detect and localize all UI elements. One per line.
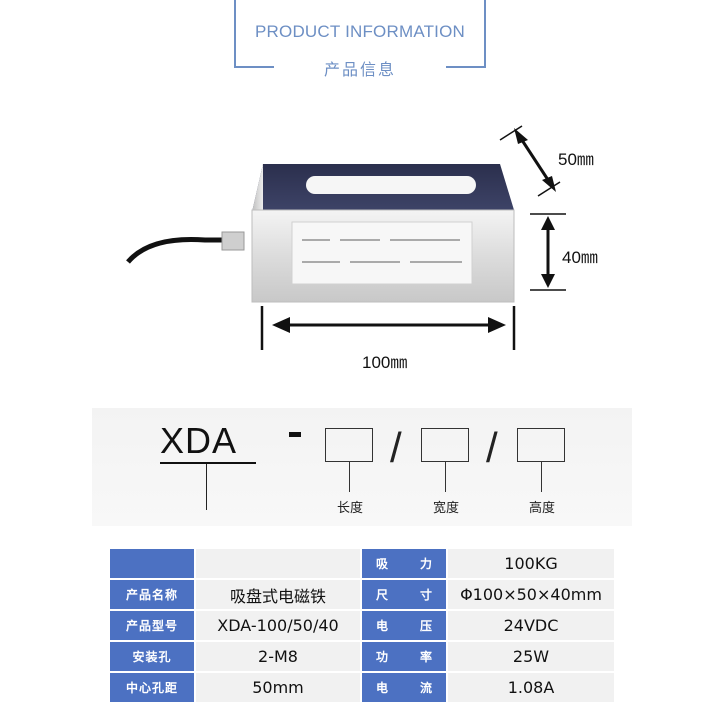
model-prefix-tick — [206, 464, 207, 510]
model-dash — [289, 432, 301, 437]
electromagnet-product-image — [126, 125, 566, 350]
spec-label: 安装孔 — [108, 640, 196, 673]
table-row: 产品名称 吸盘式电磁铁 尺寸 Φ100×50×40mm — [108, 578, 616, 611]
length-box-label: 长度 — [336, 501, 363, 516]
header-bracket-right — [484, 0, 486, 66]
table-row: 吸力 100KG — [108, 547, 616, 580]
separator-2: / — [486, 424, 498, 471]
width-tick — [445, 462, 446, 492]
spec-value: 1.08A — [446, 671, 616, 704]
spec-value: 24VDC — [446, 609, 616, 642]
spec-label: 产品型号 — [108, 609, 196, 642]
table-row: 中心孔距 50mm 电流 1.08A — [108, 671, 616, 704]
length-tick — [349, 462, 350, 492]
header-underline-right — [446, 66, 486, 68]
spec-value: 2-M8 — [194, 640, 362, 673]
spec-label: 产品名称 — [108, 578, 196, 611]
spec-table: 吸力 100KG 产品名称 吸盘式电磁铁 尺寸 Φ100×50×40mm 产品型… — [108, 547, 616, 704]
nameplate-marks — [302, 239, 462, 263]
table-row: 产品型号 XDA-100/50/40 电压 24VDC — [108, 609, 616, 642]
spec-value: Φ100×50×40mm — [446, 578, 616, 611]
cable-clamp — [221, 231, 245, 251]
depth-label: 50㎜ — [558, 150, 594, 169]
nameplate — [291, 221, 473, 285]
spec-value: XDA-100/50/40 — [194, 609, 362, 642]
spec-value: 25W — [446, 640, 616, 673]
cable — [126, 237, 232, 264]
separator-1: / — [390, 424, 402, 471]
spec-value: 吸盘式电磁铁 — [194, 578, 362, 611]
spec-label: 尺寸 — [360, 578, 448, 611]
table-row: 安装孔 2-M8 功率 25W — [108, 640, 616, 673]
width-box — [421, 428, 469, 462]
model-code-panel — [92, 408, 632, 526]
spec-label: 吸力 — [360, 547, 448, 580]
height-label: 40㎜ — [562, 248, 598, 267]
length-box — [325, 428, 373, 462]
header-underline-left — [234, 66, 274, 68]
header-bracket-left — [234, 0, 236, 66]
spec-label: 电流 — [360, 671, 448, 704]
spec-value: 100KG — [446, 547, 616, 580]
header-title-en: PRODUCT INFORMATION — [255, 22, 465, 41]
height-box-label: 高度 — [528, 501, 555, 516]
height-tick — [541, 462, 542, 492]
model-prefix: XDA — [160, 420, 238, 461]
model-prefix-underline — [160, 462, 256, 464]
spec-value: 50mm — [194, 671, 362, 704]
spec-value — [194, 547, 362, 580]
depth-arrow — [516, 133, 554, 187]
length-label: 100㎜ — [362, 353, 408, 372]
spec-label: 中心孔距 — [108, 671, 196, 704]
product-info-header: PRODUCT INFORMATION 产品信息 — [234, 0, 486, 79]
magnet-core — [306, 176, 476, 194]
height-box — [517, 428, 565, 462]
spec-label: 功率 — [360, 640, 448, 673]
spec-label: 电压 — [360, 609, 448, 642]
header-title-zh: 产品信息 — [323, 60, 396, 79]
width-box-label: 宽度 — [432, 501, 459, 516]
spec-label — [108, 547, 196, 580]
